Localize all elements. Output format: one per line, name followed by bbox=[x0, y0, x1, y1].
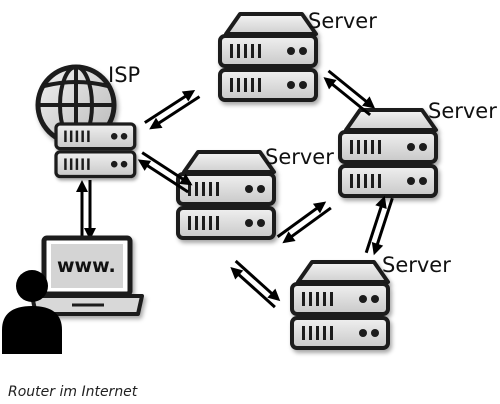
server-bottom-label: Server bbox=[382, 253, 451, 277]
bidirectional-arrow-icon bbox=[272, 195, 336, 250]
bidirectional-arrow-icon bbox=[140, 83, 205, 136]
server-top bbox=[220, 14, 316, 100]
user-icon bbox=[2, 270, 62, 354]
server-top-label: Server bbox=[308, 9, 377, 33]
server-icon bbox=[292, 262, 388, 348]
router-icon bbox=[54, 122, 137, 179]
server-center-label: Server bbox=[265, 145, 334, 169]
arrow-isp-laptop bbox=[74, 178, 98, 242]
arrow-server-right-server-bottom bbox=[358, 192, 400, 259]
isp-node: ISP bbox=[35, 63, 140, 179]
server-right bbox=[340, 110, 436, 196]
figure-caption: Router im Internet bbox=[8, 384, 138, 400]
server-center bbox=[178, 152, 274, 238]
server-bottom bbox=[292, 262, 388, 348]
isp-label: ISP bbox=[108, 63, 140, 87]
arrow-server-center-server-bottom bbox=[224, 255, 286, 314]
server-icon bbox=[340, 110, 436, 196]
server-icon bbox=[178, 152, 274, 238]
bidirectional-arrow-icon bbox=[358, 192, 400, 259]
bidirectional-arrow-icon bbox=[224, 255, 286, 314]
arrow-isp-server-top bbox=[140, 83, 205, 136]
server-icon bbox=[220, 14, 316, 100]
arrow-server-center-server-right bbox=[272, 195, 336, 250]
server-right-label: Server bbox=[428, 99, 497, 123]
laptop-icon bbox=[30, 235, 144, 316]
bidirectional-arrow-icon bbox=[74, 178, 98, 242]
laptop-screen-text: www. bbox=[57, 255, 116, 277]
